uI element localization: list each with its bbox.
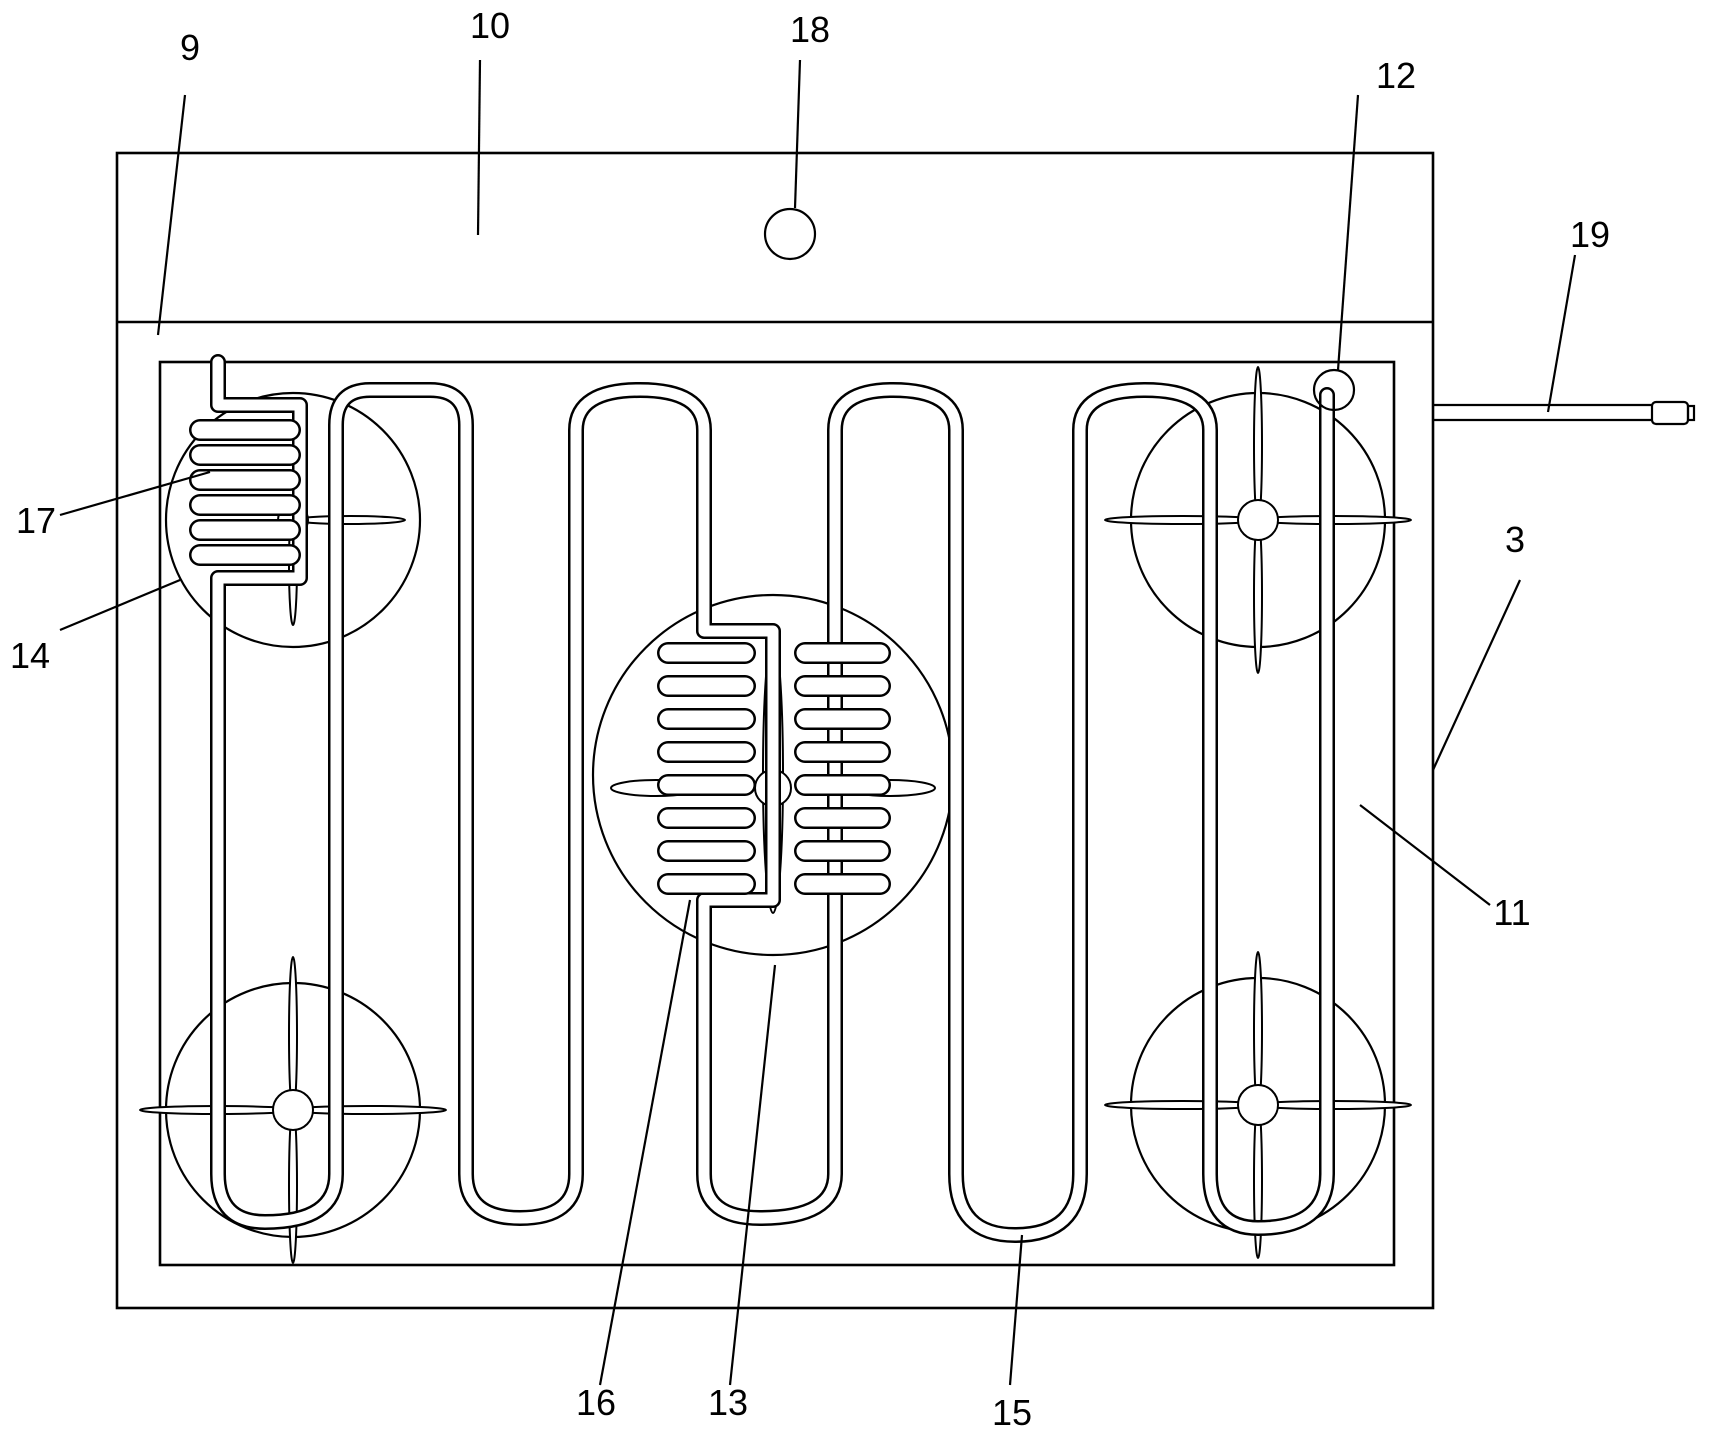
label-19: 19 (1570, 214, 1610, 255)
leader-lines (59, 59, 1577, 1386)
power-cable (1433, 400, 1696, 426)
label-9: 9 (180, 27, 200, 68)
label-10: 10 (470, 5, 510, 46)
indicator-circle (763, 207, 817, 261)
label-13: 13 (708, 1382, 748, 1423)
valve-circle (1312, 368, 1356, 412)
serpentine-pipe (210, 354, 1335, 1243)
label-18: 18 (790, 9, 830, 50)
fan-circle-top-left (164, 391, 422, 649)
label-16: 16 (576, 1382, 616, 1423)
label-11: 11 (1493, 892, 1530, 933)
label-12: 12 (1376, 55, 1416, 96)
reference-labels: 9 10 18 12 19 3 11 17 14 16 13 15 (10, 5, 1610, 1433)
label-17: 17 (16, 500, 56, 541)
inner-chamber (158, 360, 1396, 1267)
housing-outer-frame (115, 151, 1435, 1310)
coil-top-left (189, 419, 301, 566)
label-15: 15 (992, 1392, 1032, 1433)
coil-center (657, 642, 891, 895)
label-14: 14 (10, 635, 50, 676)
label-3: 3 (1505, 519, 1525, 560)
fan-blades (139, 366, 1412, 1264)
